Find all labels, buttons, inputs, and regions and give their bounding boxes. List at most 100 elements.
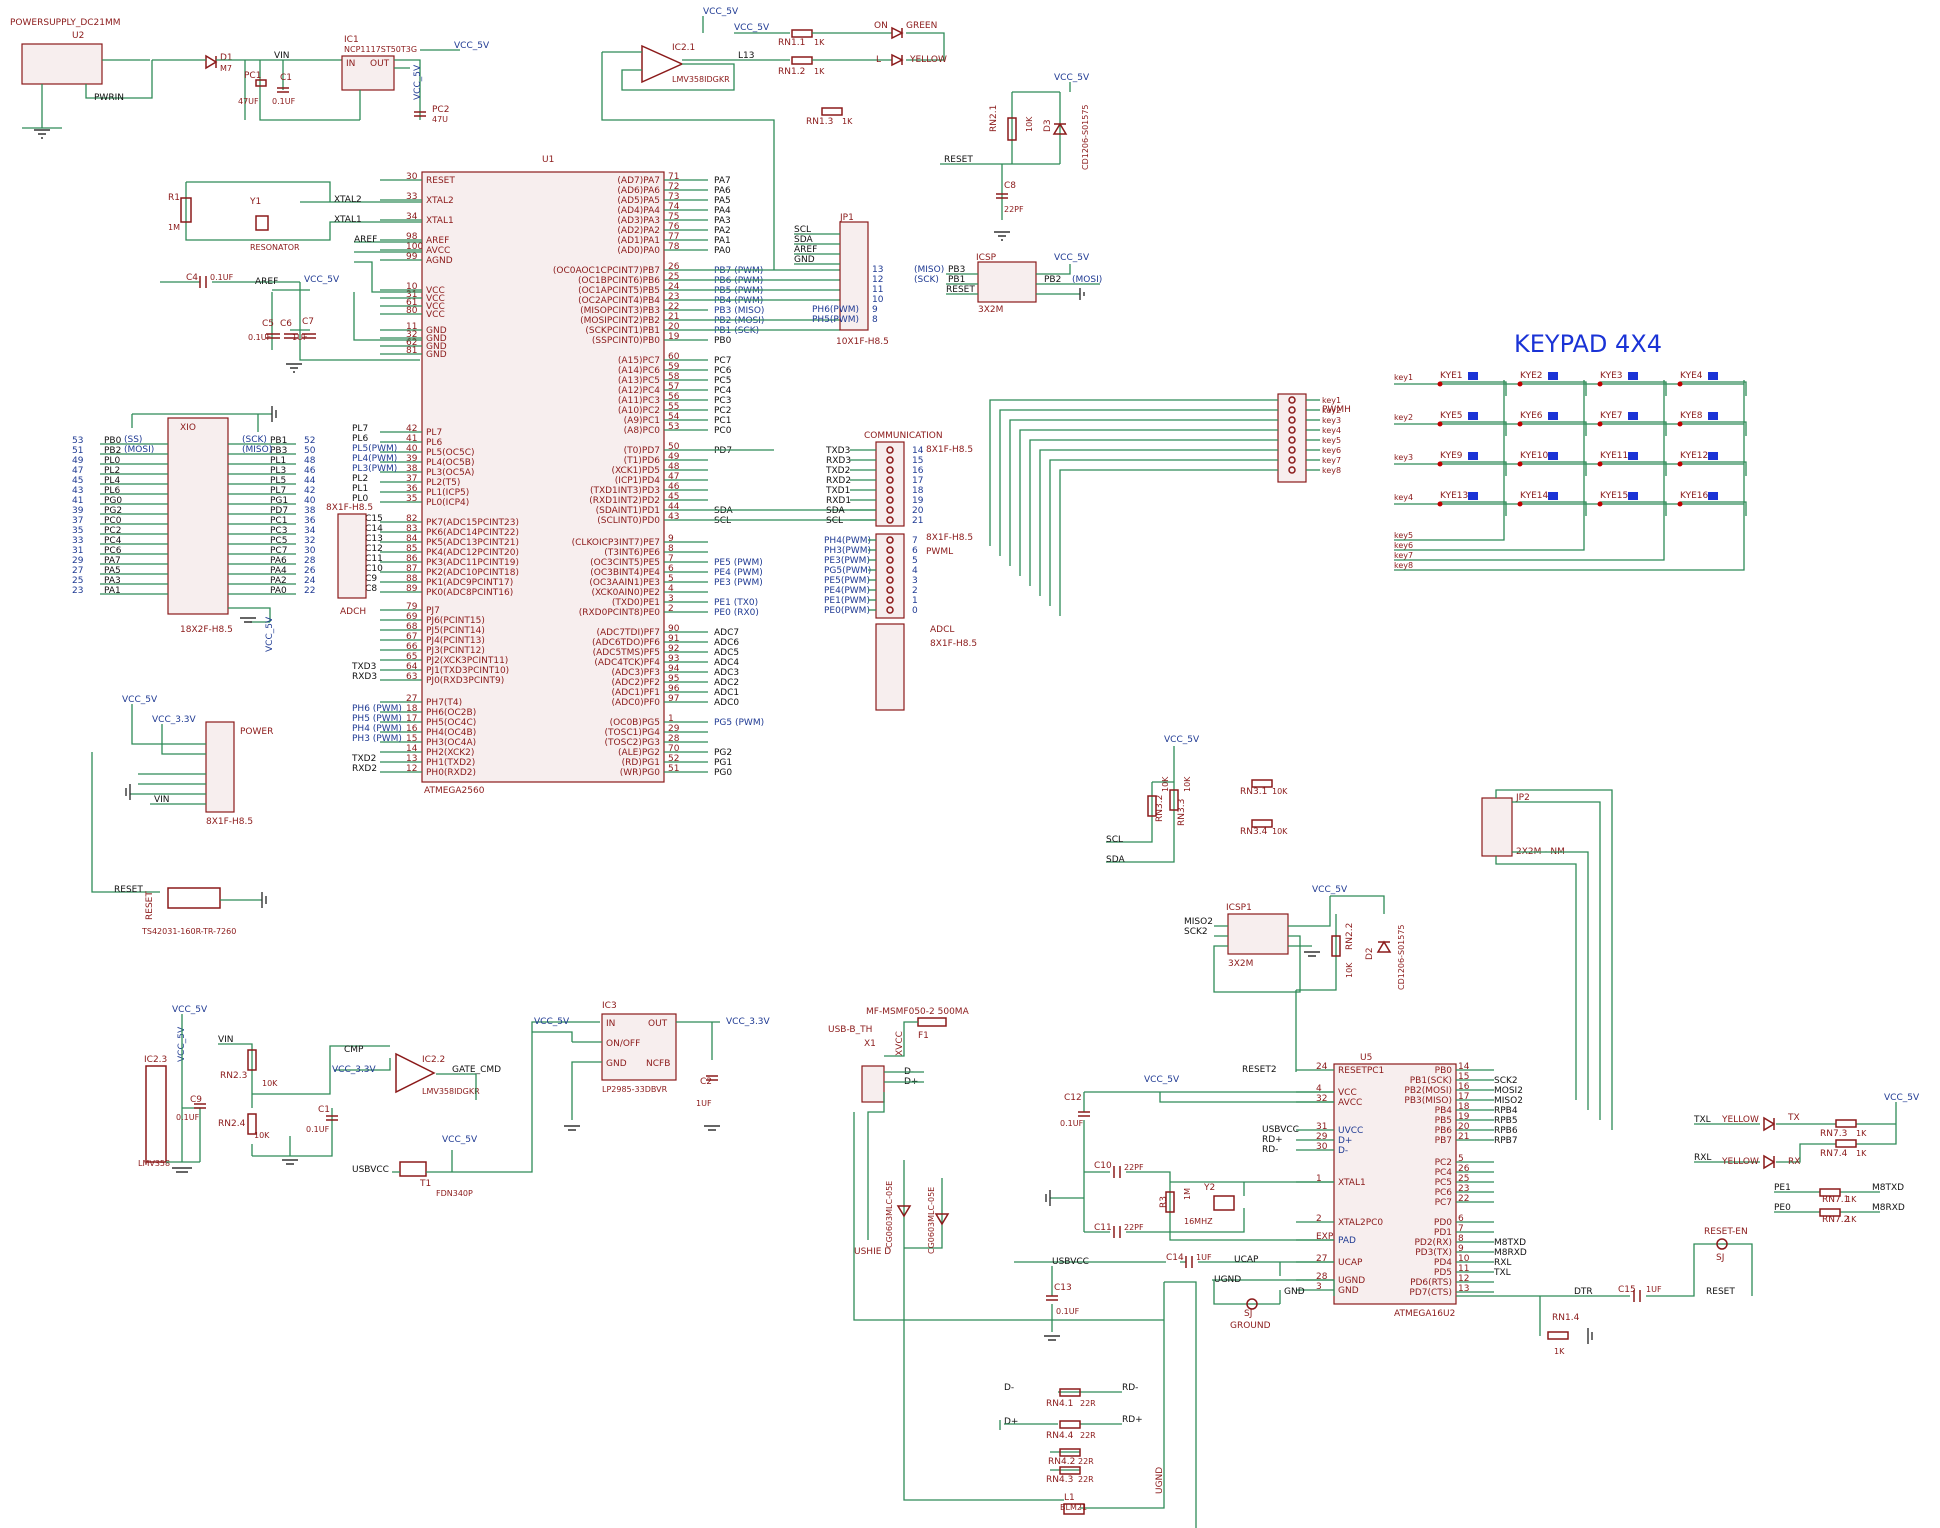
u5-pin-net: RPB7 <box>1494 1136 1518 1146</box>
pwml-num: 0 <box>912 606 918 616</box>
u1-pin-num: 9 <box>668 534 674 544</box>
usb-connector <box>861 1065 885 1103</box>
pwmh-ref: PWMH <box>1322 405 1351 415</box>
u1-pin-num: 47 <box>668 472 679 482</box>
d3-diode <box>1052 122 1068 135</box>
pwml-header: 8X1F-H8.5 PWML PH4(PWM)7PH3(PWM)6PE3(PWM… <box>824 533 973 619</box>
u1-pin-net: PL4(PWM) <box>352 454 397 464</box>
ic1-val: NCP1117ST50T3G <box>344 45 417 54</box>
u1-pin-name: (ALE)PG2 <box>618 748 660 758</box>
usbvcc-net-1: USBVCC <box>352 1165 389 1175</box>
l1-ref: L1 <box>1064 1493 1075 1503</box>
pwml-net: PE1(PWM) <box>824 596 870 606</box>
u5-body <box>1333 1063 1457 1305</box>
xio-right-num: 22 <box>304 586 315 596</box>
u1-pin-net: PG2 <box>714 748 732 758</box>
jp1-gnd: GND <box>794 255 815 265</box>
c4-val: 0.1UF <box>210 273 234 282</box>
keypad-col-label: key8 <box>1394 561 1413 570</box>
keypad-key-label: KYE11 <box>1600 451 1628 461</box>
u1-pin-name: GND <box>426 326 447 336</box>
u1-pin-num: 93 <box>668 654 679 664</box>
keypad-key-label: KYE15 <box>1600 491 1628 501</box>
jp1-val: 10X1F-H8.5 <box>836 337 889 347</box>
keypad-key-label: KYE2 <box>1520 371 1543 381</box>
vcc5-label-4: VCC_5V <box>734 23 770 33</box>
u1-pin-name: (OC3AAIN1)PE3 <box>589 578 660 588</box>
u1-pin-num: 99 <box>406 252 418 262</box>
u1-pin-net: PC0 <box>714 426 732 436</box>
u1-pin-num: 65 <box>406 652 417 662</box>
ugnd-net-2: UGND <box>1155 1467 1165 1494</box>
u1-pin-name: PJ1(TXD3PCINT10) <box>426 666 509 676</box>
u1-pin-net: PC2 <box>714 406 731 416</box>
pwml-num: 5 <box>912 556 918 566</box>
u5-pin-num: 15 <box>1458 1072 1469 1082</box>
xio-right-num: 48 <box>304 456 316 466</box>
u1-pin-net: PA2 <box>714 226 731 236</box>
keypad-row-label: key4 <box>1394 493 1413 502</box>
u1-pin-name: (AD7)PA7 <box>617 176 660 186</box>
keypad-node <box>1677 421 1683 427</box>
rn34-ref: RN3.4 <box>1240 827 1268 837</box>
keypad-key-label: KYE13 <box>1440 491 1468 501</box>
u1-pin-num: 38 <box>406 464 418 474</box>
pwmh-key: key6 <box>1322 446 1341 455</box>
u5-pin-name: PAD <box>1338 1236 1356 1246</box>
jp1-pin-10: 10 <box>872 295 884 305</box>
u1-pin-net: ADC14 <box>352 524 383 534</box>
rn22-res <box>1331 935 1341 957</box>
u1-pin-num: 41 <box>406 434 417 444</box>
u1-pin-name: PJ7 <box>426 606 440 616</box>
u1-pin-net: PC6 <box>714 366 732 376</box>
rn72-ref: RN7.2 <box>1822 1215 1849 1225</box>
u5-pin-num: 17 <box>1458 1092 1469 1102</box>
u1-pin-num: 63 <box>406 672 417 682</box>
u5-pin-name: XTAL2PC0 <box>1338 1218 1383 1228</box>
u5-pin-net: RPB5 <box>1494 1116 1518 1126</box>
keypad-switch-wire <box>1520 501 1587 516</box>
xio-right-num: 38 <box>304 506 316 516</box>
keypad-button <box>1628 452 1638 460</box>
txl-net-2: TXL <box>1693 1115 1711 1125</box>
tx-yellow: YELLOW <box>1721 1115 1759 1125</box>
sj-ground <box>1246 1298 1258 1310</box>
u1-pin-name: XTAL1 <box>426 216 454 226</box>
jp1-pin-9: 9 <box>872 305 878 315</box>
u5-pin-num: 7 <box>1458 1224 1464 1234</box>
jp1-ph6: PH6(PWM) <box>812 305 859 315</box>
u1-pin-num: 71 <box>668 172 679 182</box>
xio-right-num: 50 <box>304 446 316 456</box>
ic1-out: OUT <box>370 59 390 69</box>
power-jack <box>21 43 103 85</box>
keypad-col-wire <box>1394 380 1745 571</box>
comm-num: 17 <box>912 476 923 486</box>
d2-ref: D2 <box>1365 947 1375 960</box>
c1-val: 0.1UF <box>272 97 296 106</box>
reset-net-1: RESET <box>944 155 973 165</box>
u1-pin-num: 94 <box>668 664 680 674</box>
u1-pin-name: PK3(ADC11PCINT19) <box>426 558 519 568</box>
u1-pin-num: 90 <box>668 624 680 634</box>
icsp-pb1: PB1 <box>948 275 965 285</box>
u1-pin-num: 29 <box>668 724 680 734</box>
rn34-val: 10K <box>1272 827 1288 836</box>
keypad-switch-wire <box>1680 421 1747 436</box>
xio-right-net: PA2 <box>270 576 287 586</box>
u1-pin-num: 61 <box>406 298 417 308</box>
keypad-key-label: KYE10 <box>1520 451 1548 461</box>
keypad-switch-wire <box>1520 421 1587 436</box>
keypad-switch-wire <box>1440 381 1507 396</box>
ucap-net: UCAP <box>1234 1255 1259 1265</box>
ground-label: GROUND <box>1230 1321 1271 1331</box>
pwml-body <box>875 533 905 619</box>
vcc5-label-8: VCC_5V <box>265 616 275 652</box>
rn44-val: 22R <box>1080 1431 1096 1440</box>
power-connector-label: POWERSUPPLY_DC21MM <box>10 18 121 28</box>
u5-pin-net: MOSI2 <box>1494 1086 1523 1096</box>
comm-net: TXD2 <box>825 466 850 476</box>
tx-label: TX <box>1787 1113 1800 1123</box>
pwmh-pin <box>1288 456 1296 464</box>
